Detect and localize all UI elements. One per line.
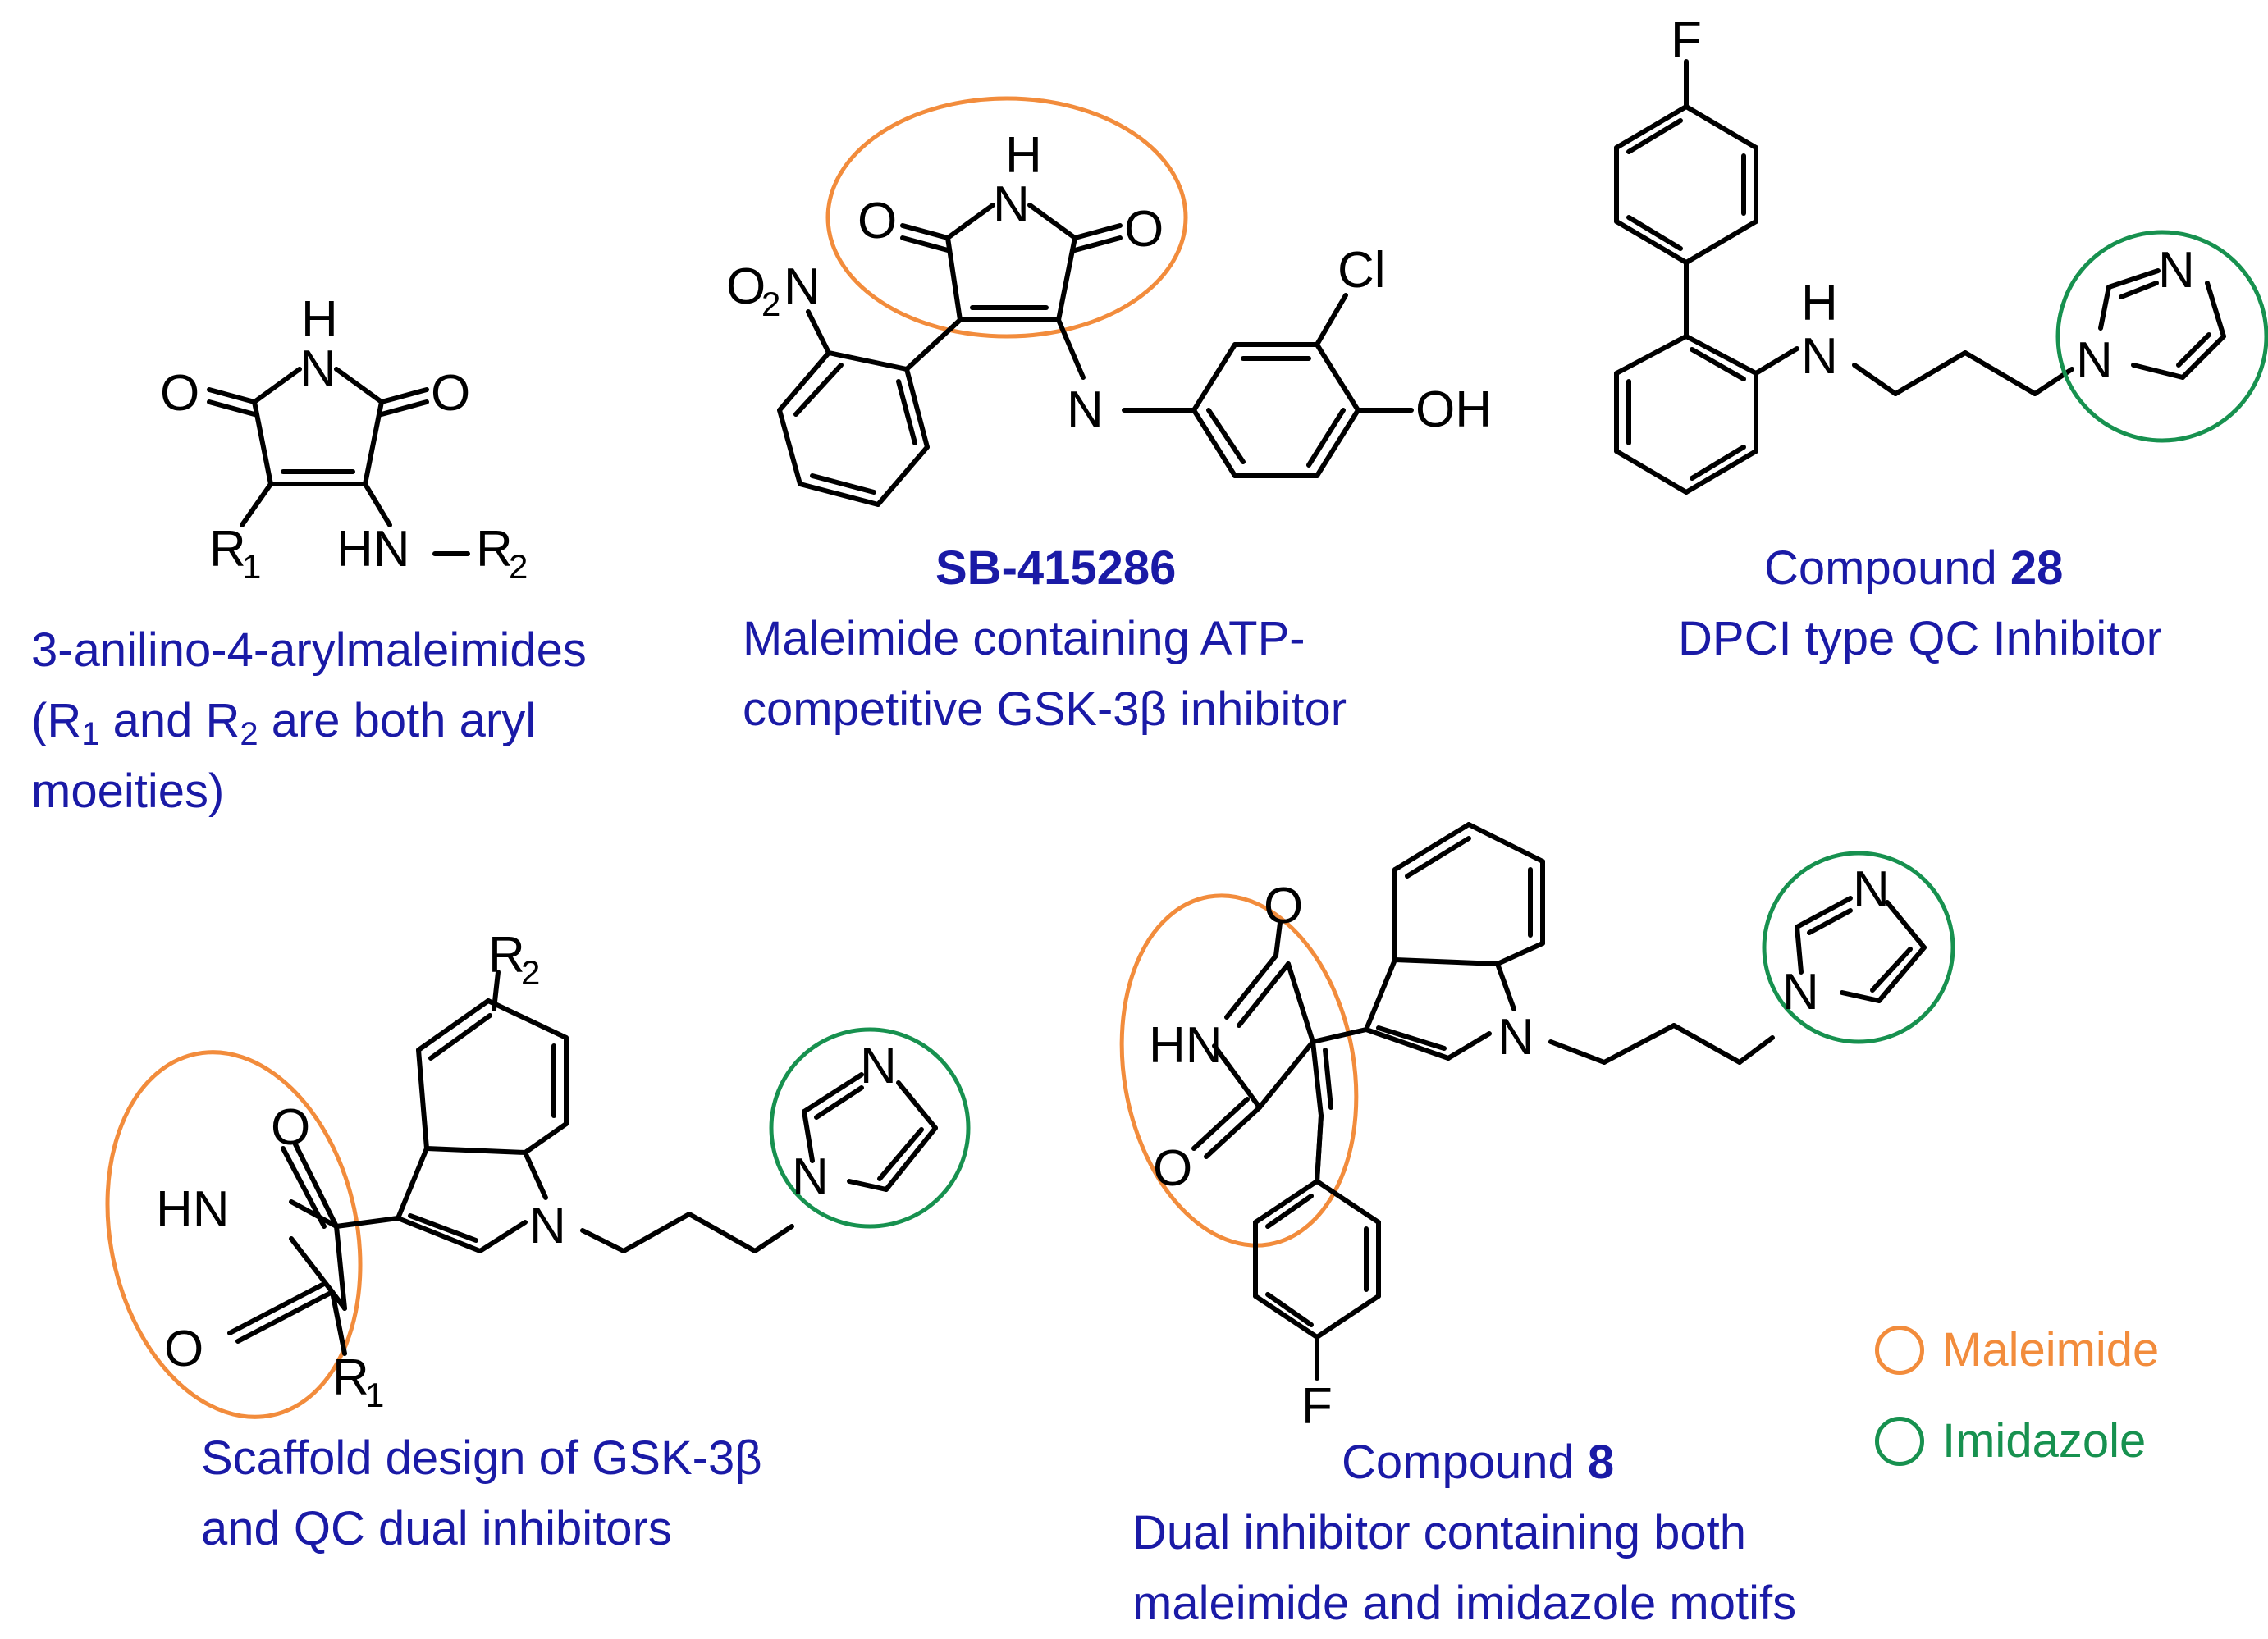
caption-anilinoarylmaleimides: 3-anilino-4-arylmaleimides (R1 and R2 ar… <box>31 615 587 827</box>
compound-name: Compound 8 <box>1342 1436 1615 1489</box>
atom-oh: OH <box>1415 381 1492 438</box>
atom-hn: HN <box>336 521 410 578</box>
caption-line: competitive GSK-3β inhibitor <box>743 683 1347 736</box>
atom-sub-1: 1 <box>365 1376 384 1414</box>
atom-n: N <box>1067 381 1104 438</box>
imidazole-ring <box>2055 230 2268 443</box>
caption-sb-415286: SB-415286 Maleimide containing ATP- comp… <box>743 533 1347 745</box>
structure-sb-415286: H N O O O 2 N N Cl OH <box>726 96 1492 507</box>
atom-o: O <box>164 1321 203 1377</box>
legend-label: Maleimide <box>1942 1323 2160 1376</box>
atom-sub-2: 2 <box>761 285 780 323</box>
atom-cl: Cl <box>1337 242 1386 299</box>
atom-sub-1: 1 <box>242 547 261 586</box>
atom-n: N <box>529 1198 566 1254</box>
legend-label: Imidazole <box>1942 1414 2147 1468</box>
atom-r: R <box>209 521 246 578</box>
atom-n: N <box>860 1038 897 1094</box>
caption-line: (R1 and R2 are both aryl <box>31 694 537 752</box>
caption-compound-8: Compound 8 Dual inhibitor containing bot… <box>1132 1427 1796 1639</box>
atom-hn: HN <box>156 1181 230 1238</box>
atom-n: N <box>2076 332 2113 389</box>
atom-hn: HN <box>1149 1017 1223 1074</box>
atom-r: R <box>488 927 525 984</box>
legend-item-maleimide: Maleimide <box>1875 1322 2159 1377</box>
atom-o: O <box>431 365 470 422</box>
legend-item-imidazole: Imidazole <box>1875 1413 2146 1468</box>
imidazole-ring <box>769 1027 971 1229</box>
caption-line: DPCI type QC Inhibitor <box>1678 612 2162 665</box>
maleimide-ring <box>1119 893 1359 1248</box>
atom-o: O <box>271 1099 310 1156</box>
atom-o: O <box>160 365 199 422</box>
atom-n: N <box>1801 328 1838 385</box>
caption-line: maleimide and imidazole motifs <box>1132 1577 1797 1630</box>
atom-h: H <box>1801 275 1838 331</box>
atom-n: N <box>1853 861 1890 918</box>
structure-anilinoarylmaleimide: H N O O R 1 HN R 2 <box>160 291 528 586</box>
atom-o: O <box>726 258 766 315</box>
caption-scaffold-design: Scaffold design of GSK-3β and QC dual in… <box>201 1423 762 1564</box>
structure-compound-28: F H N N N <box>1614 12 2268 495</box>
atom-sub-2: 2 <box>509 547 528 586</box>
caption-line: moeities) <box>31 765 225 818</box>
atom-sub-2: 2 <box>521 953 540 992</box>
atom-n: N <box>300 340 336 397</box>
structure-compound-8: O HN O N N N F <box>1119 822 1955 1435</box>
imidazole-ring <box>1762 851 1955 1044</box>
maleimide-ring <box>105 1050 363 1419</box>
atom-h: H <box>1005 127 1042 184</box>
atom-o: O <box>1153 1140 1192 1197</box>
maleimide-ring <box>825 96 1188 339</box>
atom-n: N <box>2158 242 2195 299</box>
atom-o: O <box>1264 878 1303 934</box>
caption-line: Maleimide containing ATP- <box>743 612 1305 665</box>
legend-circle-icon <box>1875 1325 1924 1375</box>
structure-scaffold-design: R 2 O HN O R 1 N N N <box>105 927 971 1419</box>
caption-line: 3-anilino-4-arylmaleimides <box>31 623 587 677</box>
atom-n: N <box>1498 1009 1534 1066</box>
atom-r: R <box>332 1349 369 1406</box>
atom-f: F <box>1301 1378 1333 1435</box>
compound-name: SB-415286 <box>935 541 1177 595</box>
atom-n: N <box>993 176 1030 233</box>
caption-compound-28: Compound 28 DPCI type QC Inhibitor <box>1678 533 2162 674</box>
atom-f: F <box>1671 12 1702 69</box>
atom-r: R <box>476 521 513 578</box>
legend-circle-icon <box>1875 1416 1924 1466</box>
atom-h: H <box>301 291 338 348</box>
atom-n: N <box>1782 964 1819 1020</box>
compound-name: Compound 28 <box>1764 541 2064 595</box>
atom-n: N <box>784 258 821 315</box>
atom-n: N <box>792 1148 829 1205</box>
caption-line: and QC dual inhibitors <box>201 1502 672 1555</box>
atom-o: O <box>1124 201 1164 258</box>
caption-line: Scaffold design of GSK-3β <box>201 1431 762 1485</box>
atom-o: O <box>857 193 897 249</box>
caption-line: Dual inhibitor containing both <box>1132 1506 1747 1559</box>
